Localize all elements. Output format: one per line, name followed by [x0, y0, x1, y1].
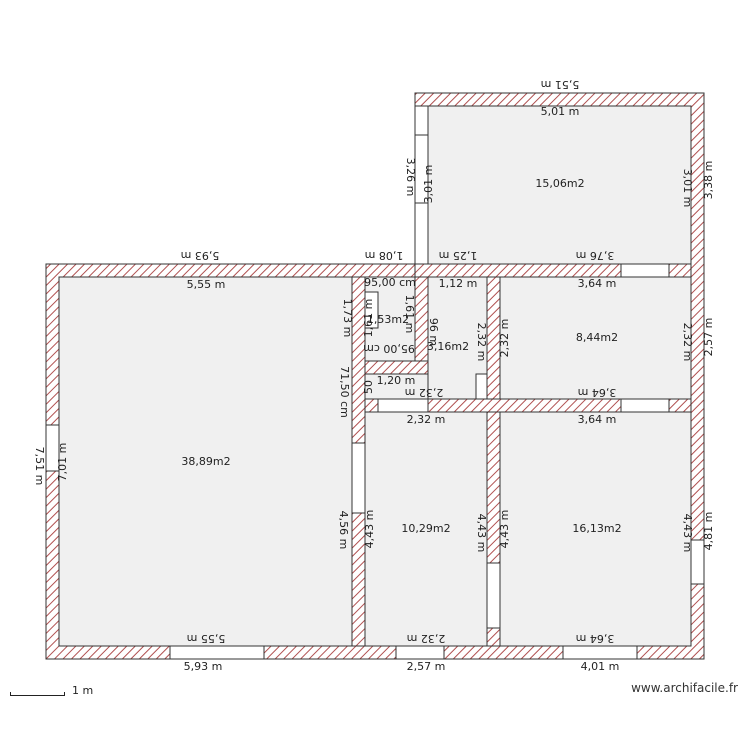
dim-label: 3,64 m	[578, 386, 617, 399]
dim-label: 4,01 m	[581, 660, 620, 673]
window-bottom-living	[169, 645, 265, 660]
dim-label: 71,50 cm	[338, 366, 351, 418]
dim-label: 1,61 m	[362, 299, 375, 338]
dim-label: 1,25 m	[439, 249, 478, 262]
dim-label: 3,64 m	[578, 277, 617, 290]
dim-label: 2,32 m	[407, 413, 446, 426]
scale-bar	[10, 692, 65, 696]
dim-label: 2,32 m	[405, 386, 444, 399]
dim-label: 5,93 m	[181, 249, 220, 262]
dim-label: 2,32 m	[498, 319, 511, 358]
dim-label: 1,12 m	[439, 277, 478, 290]
bottom-right-floor	[499, 411, 692, 647]
dim-label: 5,55 m	[187, 278, 226, 291]
dim-label: 7,01 m	[56, 443, 69, 482]
dim-label: 3,38 m	[702, 161, 715, 200]
dim-label: 2,32 m	[407, 632, 446, 645]
door-living-center	[351, 442, 366, 514]
room-area-bath: 3,16m2	[427, 340, 469, 353]
dim-label: 4,43 m	[498, 510, 511, 549]
dim-label: 1,20 m	[377, 374, 416, 387]
door-mid-right-top	[620, 263, 670, 278]
dim-label: 3,01 m	[681, 169, 694, 208]
dim-label: 2,32 m	[681, 323, 694, 362]
wall-middle-horizontal	[364, 398, 692, 413]
window-bottom-right	[562, 645, 638, 660]
dim-label: 7,51 m	[33, 447, 46, 486]
watermark-link[interactable]: www.archifacile.fr	[631, 681, 738, 695]
room-area-mid-right: 8,44m2	[576, 331, 618, 344]
dim-label: 4,43 m	[681, 514, 694, 553]
dim-label: 1,73 m	[341, 299, 354, 338]
wall-closet-bottom	[364, 360, 429, 375]
dim-label: 3,64 m	[578, 413, 617, 426]
dim-label: 1,61 m	[403, 295, 416, 334]
door-bath	[475, 373, 488, 400]
dim-label: 95,00 cm	[363, 342, 415, 355]
window-bottom-center	[395, 645, 445, 660]
dim-label: 96 m	[427, 318, 440, 346]
dim-label: 2,57 m	[407, 660, 446, 673]
dim-label: 2,57 m	[702, 318, 715, 357]
dim-label: 5,01 m	[541, 105, 580, 118]
dim-label: 95,00 cm	[364, 276, 416, 289]
dim-label: 4,43 m	[363, 510, 376, 549]
dim-label: 4,43 m	[475, 514, 488, 553]
dim-label: 1,08 m	[365, 249, 404, 262]
room-area-closet: 1,53m2	[367, 313, 409, 326]
window-living-left	[45, 424, 60, 472]
dim-label: 4,81 m	[702, 512, 715, 551]
room-area-living: 38,89m2	[181, 455, 230, 468]
window-right-lower	[690, 539, 705, 585]
wall-bath-right	[486, 276, 501, 647]
dim-label: 50	[362, 380, 375, 394]
dim-label: 3,64 m	[576, 632, 615, 645]
door-closet	[364, 291, 379, 329]
room-area-center: 10,29m2	[401, 522, 450, 535]
upper-room-floor	[427, 105, 692, 265]
dim-label: 5,51 m	[541, 78, 580, 91]
scale-label: 1 m	[72, 684, 94, 697]
door-hall	[377, 398, 429, 413]
dim-label: 5,93 m	[184, 660, 223, 673]
dim-label: 3,76 m	[576, 249, 615, 262]
dim-label: 4,56 m	[337, 511, 350, 550]
dim-label: 3,26 m	[404, 158, 417, 197]
room-area-bottom-right: 16,13m2	[572, 522, 621, 535]
dim-label: 5,55 m	[187, 632, 226, 645]
dim-label: 2,32 m	[475, 323, 488, 362]
door-center-right	[486, 562, 501, 629]
window-upper-left	[414, 134, 429, 204]
door-mid-right-bottom	[620, 398, 670, 413]
room-area-upper: 15,06m2	[535, 177, 584, 190]
dim-label: 3,01 m	[422, 165, 435, 204]
